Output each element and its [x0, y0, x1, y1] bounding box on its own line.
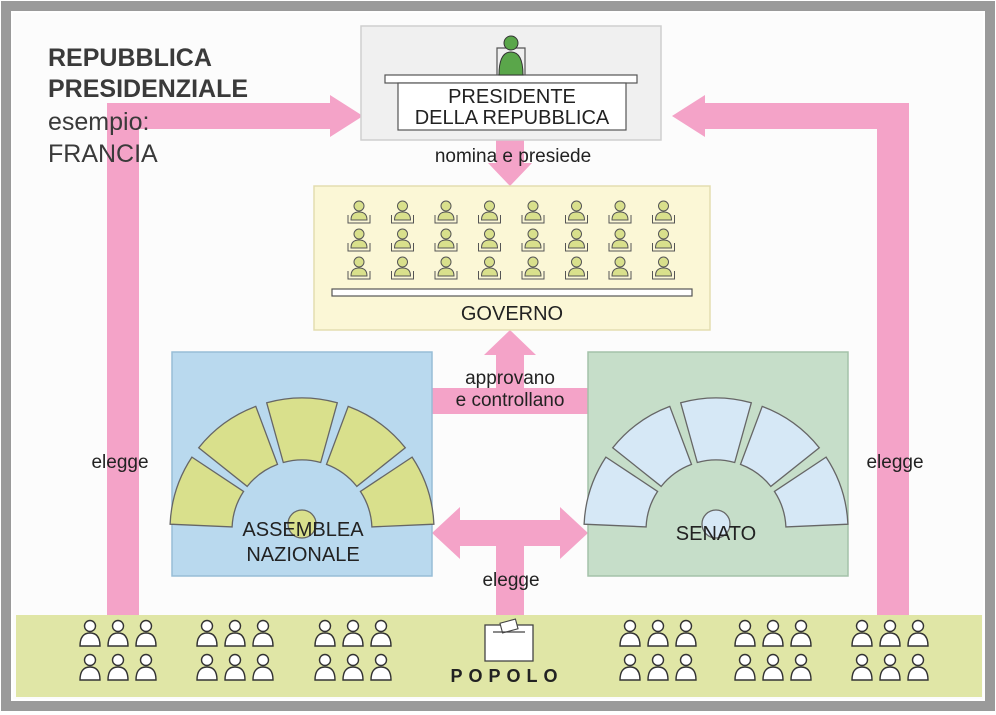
popolo-letter-4: O	[507, 666, 527, 686]
senato-label: SENATO	[676, 523, 756, 545]
approvano-label-line-1: approvano	[465, 368, 555, 389]
ballot-box-icon	[484, 618, 534, 662]
seat-sector	[679, 397, 753, 464]
governo-box: GOVERNO	[313, 185, 711, 331]
example-label: esempio:	[48, 108, 149, 136]
governo-label: GOVERNO	[461, 303, 563, 325]
person-at-desk-icon	[496, 35, 526, 76]
popolo-letter-3: P	[488, 666, 506, 686]
elegge-left-label: elegge	[91, 452, 148, 473]
president-label-line-2: DELLA REPUBBLICA	[415, 107, 610, 129]
seat-sector	[583, 456, 659, 528]
arrow-bottom-elegge	[432, 507, 588, 615]
senato-box: SENATO	[583, 351, 849, 577]
assemblea-hemicycle	[169, 397, 435, 539]
arrow-nomina	[488, 140, 532, 186]
seat-sector	[265, 397, 339, 464]
seat-sector	[169, 456, 245, 528]
president-box: PRESIDENTE DELLA REPUBBLICA	[360, 25, 662, 141]
senato-hemicycle	[583, 397, 849, 539]
seat-sector	[739, 405, 821, 488]
arrows	[107, 95, 909, 615]
arrow-approvano	[418, 330, 602, 414]
president-label-line-1: PRESIDENTE	[448, 86, 576, 108]
assemblea-label-line-1: ASSEMBLEA	[242, 519, 364, 541]
seat-sector	[359, 456, 435, 528]
diagram-title: REPUBBLICA PRESIDENZIALE esempio: FRANCI…	[48, 44, 248, 168]
elegge-right-label: elegge	[866, 452, 923, 473]
popolo-letter-5: L	[527, 666, 544, 686]
tribune-circle	[701, 509, 731, 539]
seat-sector	[197, 405, 279, 488]
title-line-2: PRESIDENZIALE	[48, 75, 248, 103]
assemblea-label-line-2: NAZIONALE	[246, 544, 359, 566]
popolo-letter-6: O	[544, 666, 564, 686]
seat-sector	[325, 405, 407, 488]
assemblea-box: ASSEMBLEA NAZIONALE	[169, 351, 435, 577]
title-line-1: REPUBBLICA	[48, 44, 212, 72]
elegge-center-label: elegge	[482, 570, 539, 591]
arrow-left-elegge	[107, 95, 363, 615]
approvano-label-line-2: e controllano	[456, 390, 565, 411]
seat-sector	[773, 456, 849, 528]
tribune-circle	[287, 509, 317, 539]
arrow-right-elegge	[672, 95, 909, 615]
popolo-label: POPOLO	[450, 666, 563, 686]
nomina-label: nomina e presiede	[435, 146, 591, 167]
example-country: FRANCIA	[48, 140, 158, 168]
popolo-band: POPOLO	[16, 615, 982, 697]
seat-sector	[611, 405, 693, 488]
popolo-letter-1: P	[450, 666, 468, 686]
popolo-letter-2: O	[468, 666, 488, 686]
